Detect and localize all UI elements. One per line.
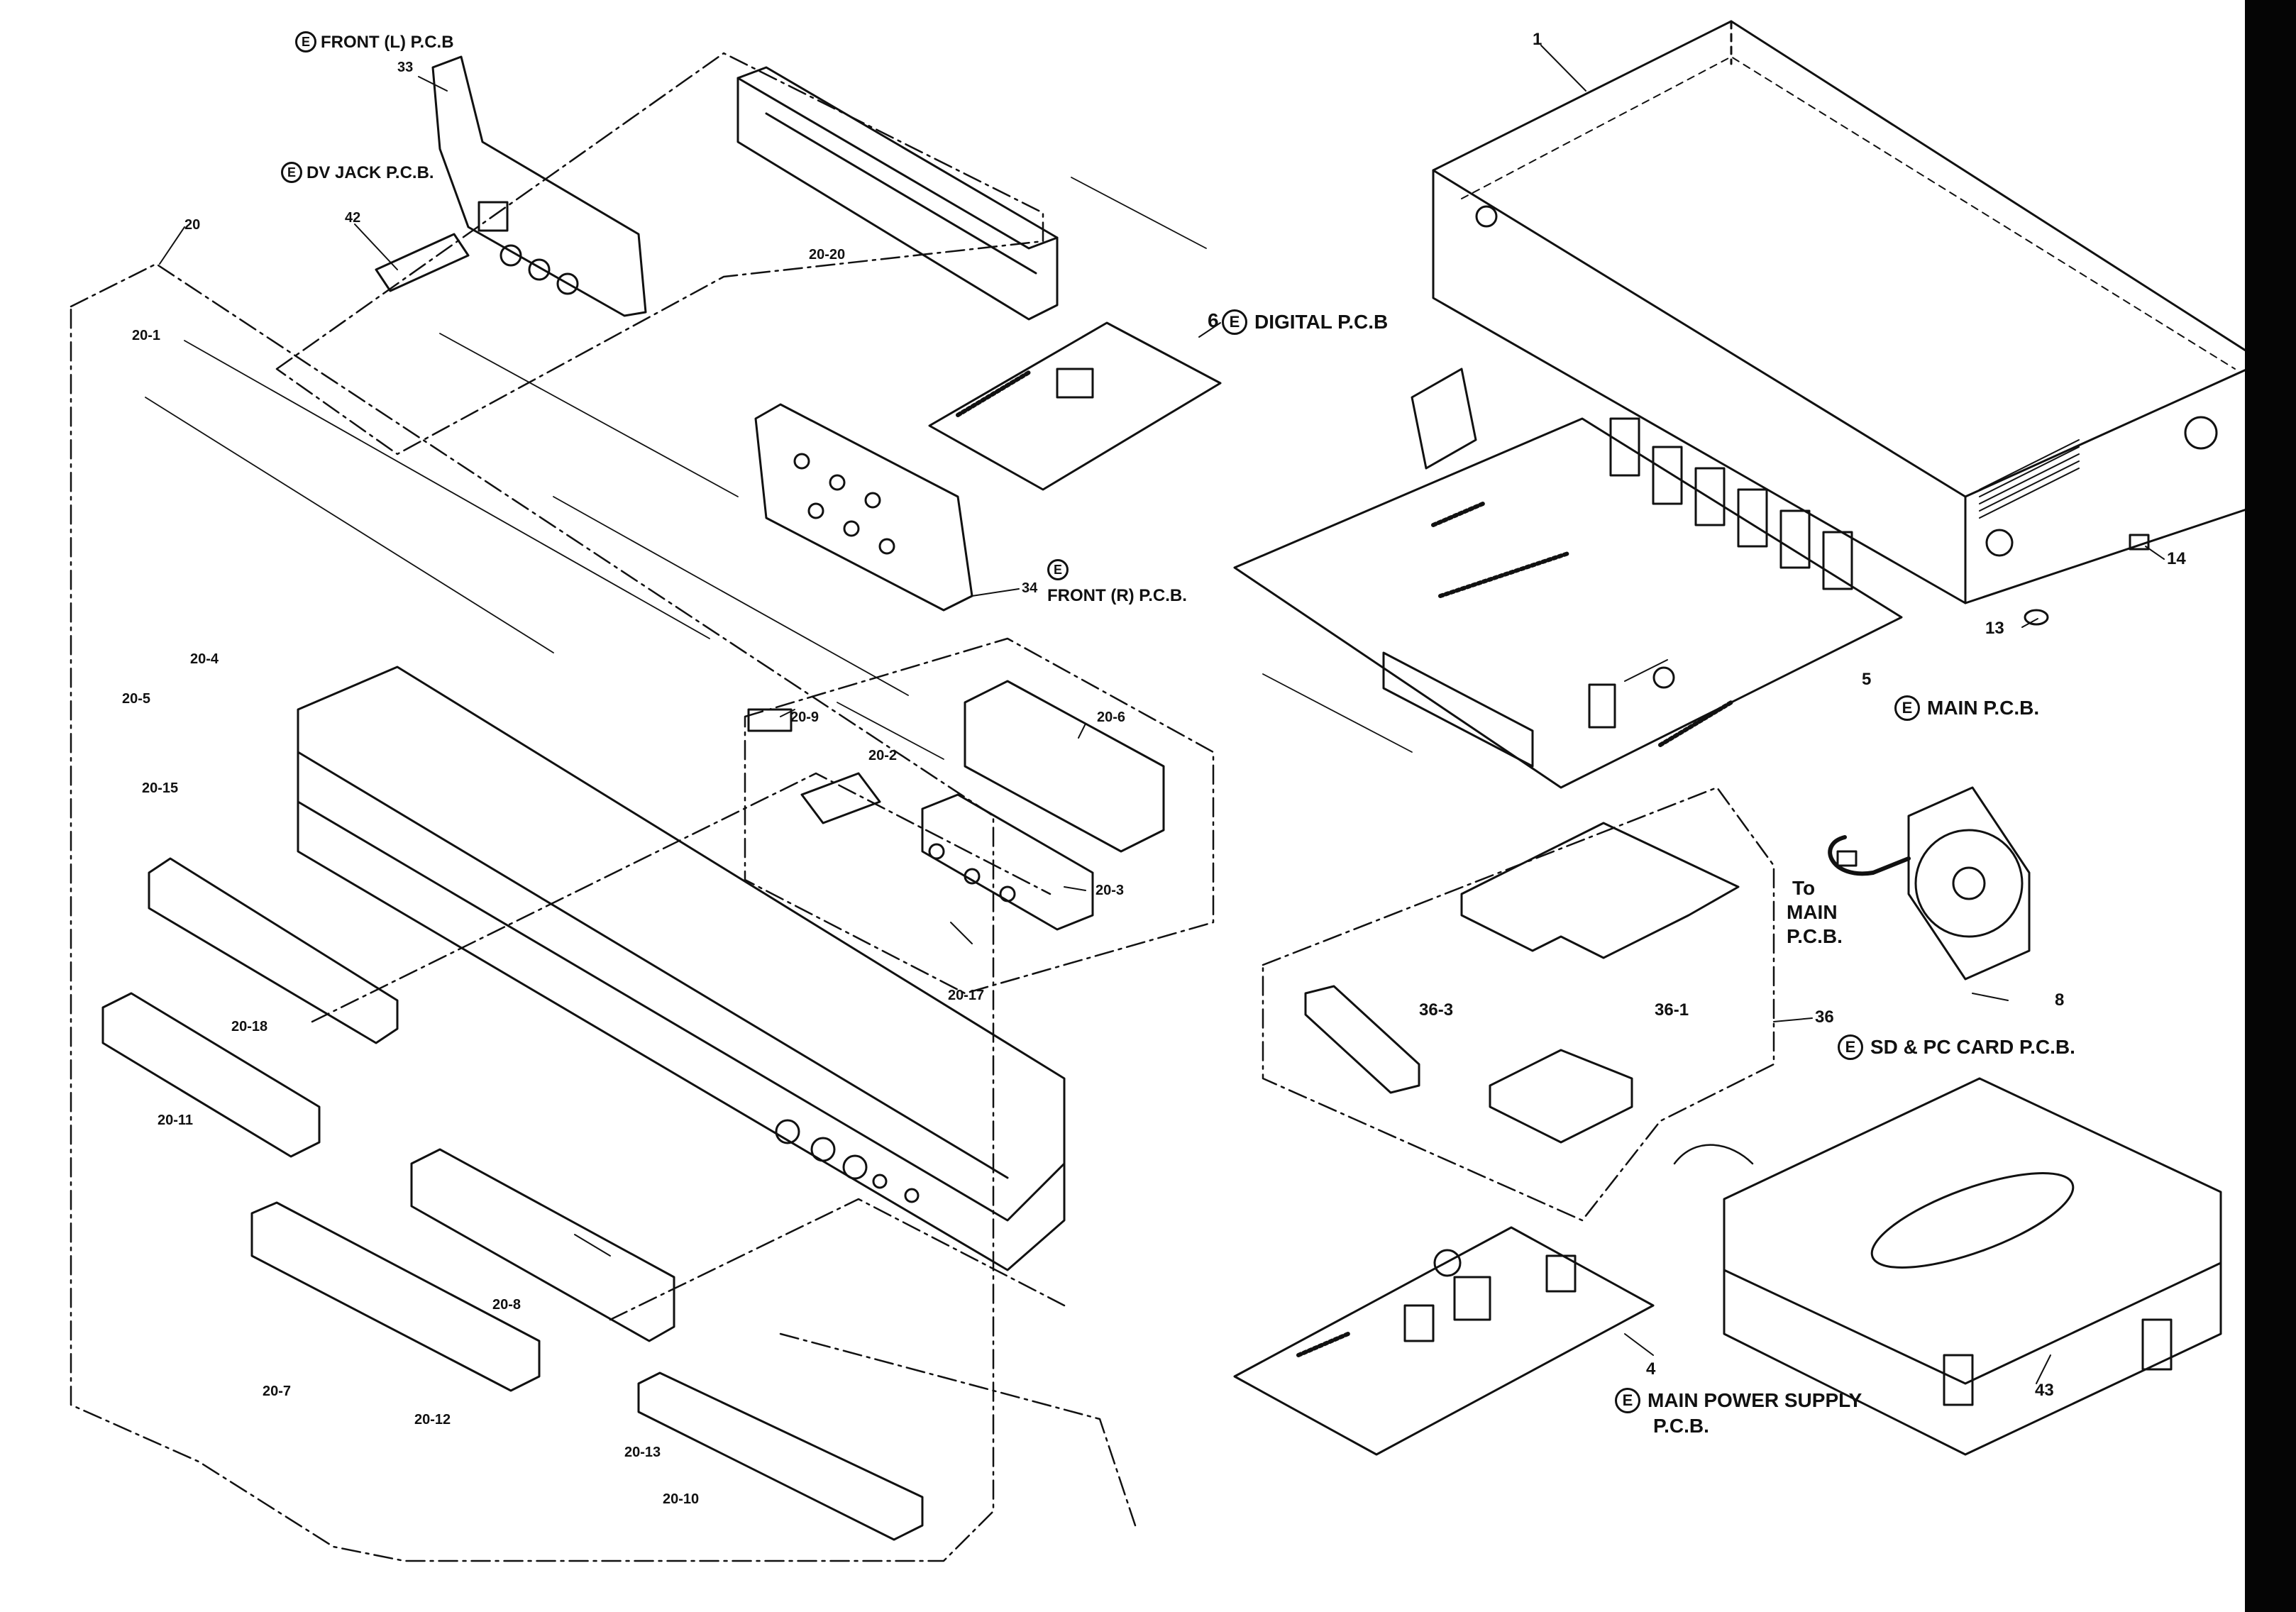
buttons-20-6-shape <box>964 680 1165 853</box>
sd-pc-card-pcb-label: SD & PC CARD P.C.B. <box>1870 1036 2075 1058</box>
callout-20-13: 20-13 <box>624 1445 661 1460</box>
main-power-supply-pcb-label: P.C.B. <box>1653 1415 1709 1437</box>
callout-20-11: 20-11 <box>158 1113 194 1128</box>
callout-20-3: 20-3 <box>1095 883 1125 898</box>
scan-edge-bar <box>2245 0 2296 1612</box>
guide-lines <box>145 177 1413 760</box>
callout-20-17: 20-17 <box>948 988 985 1003</box>
part-20-12-shape <box>250 1201 541 1392</box>
main-pcb-shape <box>1233 368 1903 789</box>
card-slot-36-3-shape <box>1304 985 1420 1094</box>
part-20-2-shape <box>800 772 881 824</box>
front-pcb-group-outline <box>275 52 1044 456</box>
e-badge-front-l: E <box>295 31 316 53</box>
buttons-20-3-shape <box>921 793 1094 931</box>
button-group-outline <box>744 637 1215 995</box>
callout-33: 33 <box>397 60 414 75</box>
part-20-8-shape <box>410 1148 675 1342</box>
to-main-label-line1: To <box>1792 877 1816 899</box>
callout-36-1: 36-1 <box>1655 1000 1689 1020</box>
callout-20-1: 20-1 <box>132 328 161 343</box>
callout-20-2: 20-2 <box>868 748 898 763</box>
callout-42: 42 <box>345 210 361 226</box>
e-badge-dv-jack: E <box>281 162 302 183</box>
main-pcb-label: MAIN P.C.B. <box>1927 697 2040 719</box>
callout-20-20: 20-20 <box>809 247 846 263</box>
part-20-9-shape <box>747 708 793 732</box>
sd-card-group-outline <box>1262 786 1775 1222</box>
bracket-20-20-shape <box>736 66 1059 321</box>
callout-43: 43 <box>2035 1381 2054 1400</box>
callout-20-15: 20-15 <box>142 780 179 796</box>
front-panel-shape <box>297 666 1066 1271</box>
callout-5: 5 <box>1862 670 1872 689</box>
foot-shape <box>2024 609 2049 626</box>
door-20-18-shape <box>148 857 399 1044</box>
callout-1: 1 <box>1533 30 1542 49</box>
sd-card-pcb-shape <box>1304 822 1740 1144</box>
e-badge-digital: E <box>1222 309 1247 335</box>
callout-14: 14 <box>2167 549 2186 568</box>
front-r-pcb-label: FRONT (R) P.C.B. <box>1047 586 1187 605</box>
e-badge-power: E <box>1615 1388 1640 1413</box>
part-20-11-shape <box>101 992 321 1158</box>
dv-jack-pcb-label: DV JACK P.C.B. <box>307 163 434 182</box>
fan-shape <box>1828 786 2031 981</box>
power-supply-pcb-shape <box>1233 1226 1655 1456</box>
card-slot-36-1-shape <box>1489 1049 1633 1144</box>
clip-shape <box>2129 534 2150 551</box>
part-20-10-shape <box>637 1371 924 1541</box>
callout-20-4: 20-4 <box>190 651 219 667</box>
disc-drive-shape <box>1673 1077 2222 1456</box>
e-badge-sd: E <box>1838 1034 1863 1060</box>
callout-4: 4 <box>1646 1359 1656 1379</box>
callout-20-10: 20-10 <box>663 1491 700 1507</box>
callout-20-5: 20-5 <box>122 691 151 707</box>
front-l-pcb-shape <box>431 55 647 317</box>
callout-8: 8 <box>2055 990 2065 1010</box>
callout-36-3: 36-3 <box>1419 1000 1454 1020</box>
e-badge-front-r: E <box>1047 559 1069 580</box>
to-main-label-line2: MAIN <box>1787 901 1838 923</box>
digital-pcb-shape <box>928 321 1222 491</box>
e-badge-main: E <box>1894 695 1920 721</box>
front-panel-group-outline <box>70 263 995 1562</box>
callout-20-7: 20-7 <box>263 1384 292 1399</box>
dv-jack-bracket-shape <box>375 233 470 292</box>
callout-20-18: 20-18 <box>231 1019 268 1034</box>
group-boundaries <box>70 52 1775 1562</box>
callout-34: 34 <box>1022 580 1038 596</box>
to-main-label-line3: P.C.B. <box>1787 925 1843 947</box>
callout-6: 6 <box>1208 309 1219 331</box>
main-power-supply-label: MAIN POWER SUPPLY <box>1648 1389 1862 1411</box>
callout-20: 20 <box>184 217 201 233</box>
callout-36: 36 <box>1815 1008 1834 1027</box>
callout-13: 13 <box>1985 619 2004 638</box>
callout-leaders <box>159 45 2165 1384</box>
front-r-pcb-shape <box>754 403 973 612</box>
callout-20-8: 20-8 <box>492 1297 521 1313</box>
callout-20-12: 20-12 <box>414 1412 451 1428</box>
top-cover-shape <box>1432 20 2265 604</box>
digital-pcb-label: DIGITAL P.C.B <box>1254 311 1389 333</box>
front-l-pcb-label: FRONT (L) P.C.B <box>321 33 454 52</box>
callout-20-9: 20-9 <box>790 710 819 725</box>
callout-20-6: 20-6 <box>1097 710 1126 725</box>
